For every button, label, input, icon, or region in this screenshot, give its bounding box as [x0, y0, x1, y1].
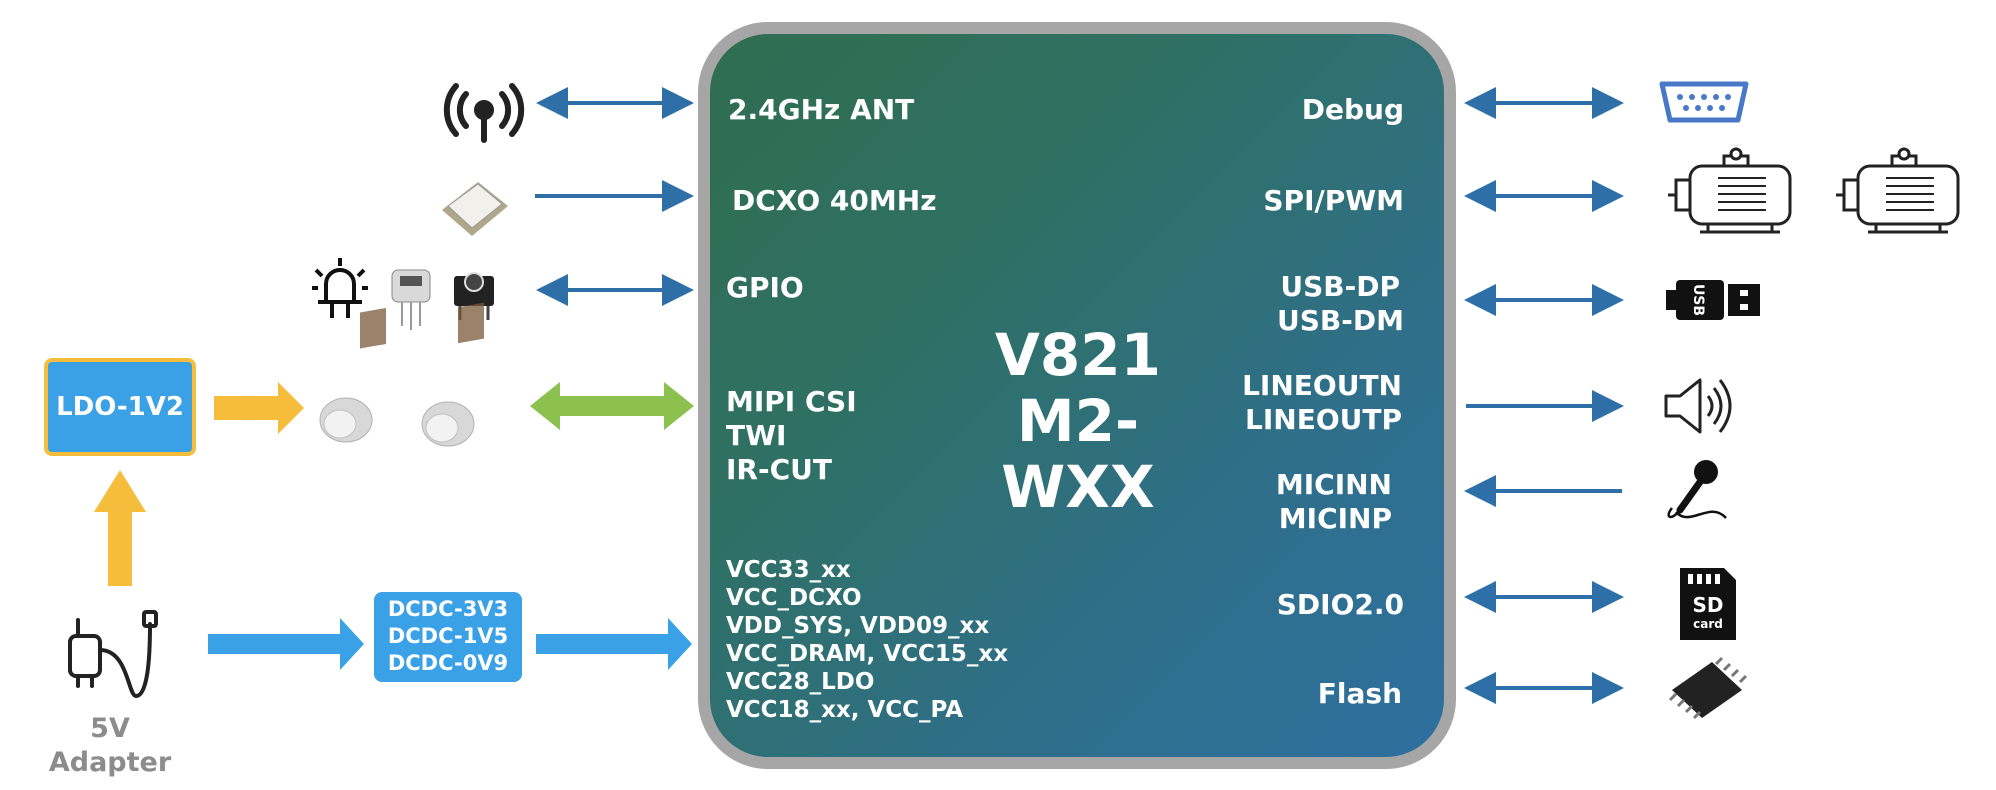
motor-icon — [1668, 147, 1792, 234]
chip-title: V821 M2-WXX — [968, 322, 1188, 520]
label-lineoutp: LINEOUTP — [1245, 403, 1402, 436]
label-debug: Debug — [1301, 93, 1404, 126]
ldo-box: LDO-1V2 — [44, 358, 196, 456]
power-rail-list: VCC33_xx VCC_DCXO VDD_SYS, VDD09_xx VCC_… — [726, 556, 1008, 724]
label-usb-dm: USB-DM — [1277, 304, 1404, 337]
label-micinp: MICINP — [1278, 502, 1392, 535]
label-ant: 2.4GHz ANT — [728, 93, 915, 126]
label-twi: TWI — [726, 419, 787, 452]
svg-text:SD: SD — [1692, 593, 1723, 617]
label-sdio: SDIO2.0 — [1276, 588, 1404, 621]
crystal-oscillator-icon — [442, 182, 508, 236]
motor-icon — [1836, 147, 1960, 234]
label-spi-pwm: SPI/PWM — [1263, 184, 1404, 217]
label-flash: Flash — [1317, 677, 1402, 710]
label-mipi-csi: MIPI CSI — [726, 385, 857, 418]
dcdc-line: DCDC-0V9 — [387, 651, 509, 675]
dcdc-box: DCDC-3V3 DCDC-1V5 DCDC-0V9 — [374, 592, 522, 682]
label-usb-dp: USB-DP — [1280, 270, 1400, 303]
sd-card-icon: SD card — [1680, 568, 1736, 640]
light-sensor-icon — [391, 269, 431, 330]
adapter-to-ldo-arrow — [94, 470, 146, 586]
label-lineoutn: LINEOUTN — [1242, 369, 1402, 402]
power-rail: VCC18_xx, VCC_PA — [726, 697, 964, 723]
v821-module — [698, 22, 1456, 769]
serial-port-icon — [1659, 81, 1749, 123]
power-rail: VDD_SYS, VDD09_xx — [726, 613, 990, 639]
adapter-line2: Adapter — [48, 747, 172, 778]
chip-title-line2: M2-WXX — [1001, 387, 1155, 521]
camera-module-icon — [319, 302, 484, 447]
ldo-label: LDO-1V2 — [56, 392, 184, 422]
power-adapter-icon — [68, 610, 158, 699]
label-micinn: MICINN — [1275, 468, 1392, 501]
label-gpio: GPIO — [726, 271, 804, 304]
led-icon — [312, 258, 368, 318]
usb-stick-icon: USB — [1666, 280, 1760, 320]
adapter-to-dcdc-arrow — [208, 618, 364, 670]
adapter-label: 5V Adapter — [40, 712, 180, 780]
antenna-icon — [443, 83, 525, 143]
label-dcxo: DCXO 40MHz — [732, 184, 937, 217]
mipi-arrow — [530, 382, 694, 430]
svg-text:card: card — [1693, 617, 1723, 631]
svg-text:USB: USB — [1690, 284, 1706, 316]
power-rail: VCC_DRAM, VCC15_xx — [726, 641, 1009, 667]
power-rail: VCC_DCXO — [726, 585, 862, 611]
dcdc-line: DCDC-3V3 — [387, 597, 509, 621]
ldo-to-camera-arrow — [214, 382, 304, 434]
power-rail: VCC28_LDO — [726, 669, 875, 695]
label-ir-cut: IR-CUT — [726, 453, 832, 486]
power-rail: VCC33_xx — [726, 557, 851, 583]
dcdc-to-chip-arrow — [536, 618, 692, 670]
microphone-icon — [1667, 460, 1727, 519]
adapter-line1: 5V — [90, 713, 130, 744]
speaker-icon — [1664, 378, 1732, 434]
flash-chip-icon — [1668, 656, 1748, 720]
chip-title-line1: V821 — [995, 321, 1161, 389]
dcdc-line: DCDC-1V5 — [387, 624, 509, 648]
